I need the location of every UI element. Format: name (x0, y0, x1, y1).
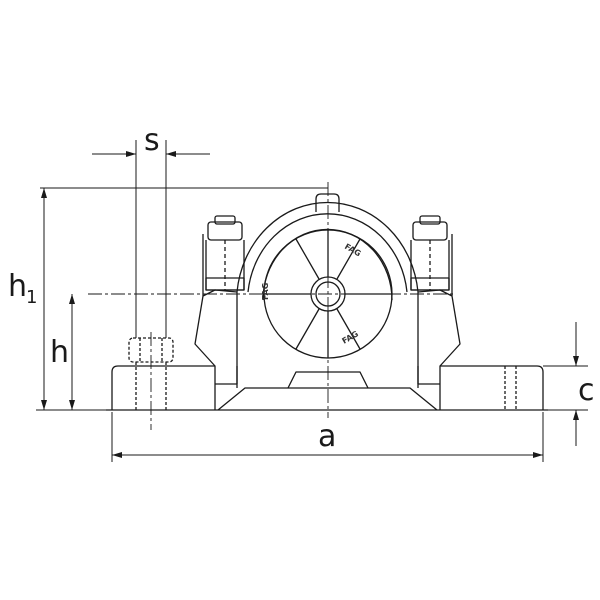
dim-label-h1-sub: 1 (26, 287, 37, 308)
dim-label-h1: h (8, 269, 27, 304)
dim-label-h: h (50, 335, 69, 370)
center-lines (88, 182, 455, 430)
dim-label-s: s (144, 123, 160, 158)
dim-label-a: a (318, 419, 336, 454)
left-bolt (205, 215, 245, 291)
right-bolt (410, 215, 450, 291)
housing-body (106, 193, 548, 411)
right-bolt-hole (504, 366, 517, 410)
logo-mark-top: FAG (343, 242, 362, 258)
dim-label-c: c (578, 373, 595, 408)
logo-mark-left: FAG (261, 283, 270, 300)
dimension-lines (36, 140, 588, 462)
